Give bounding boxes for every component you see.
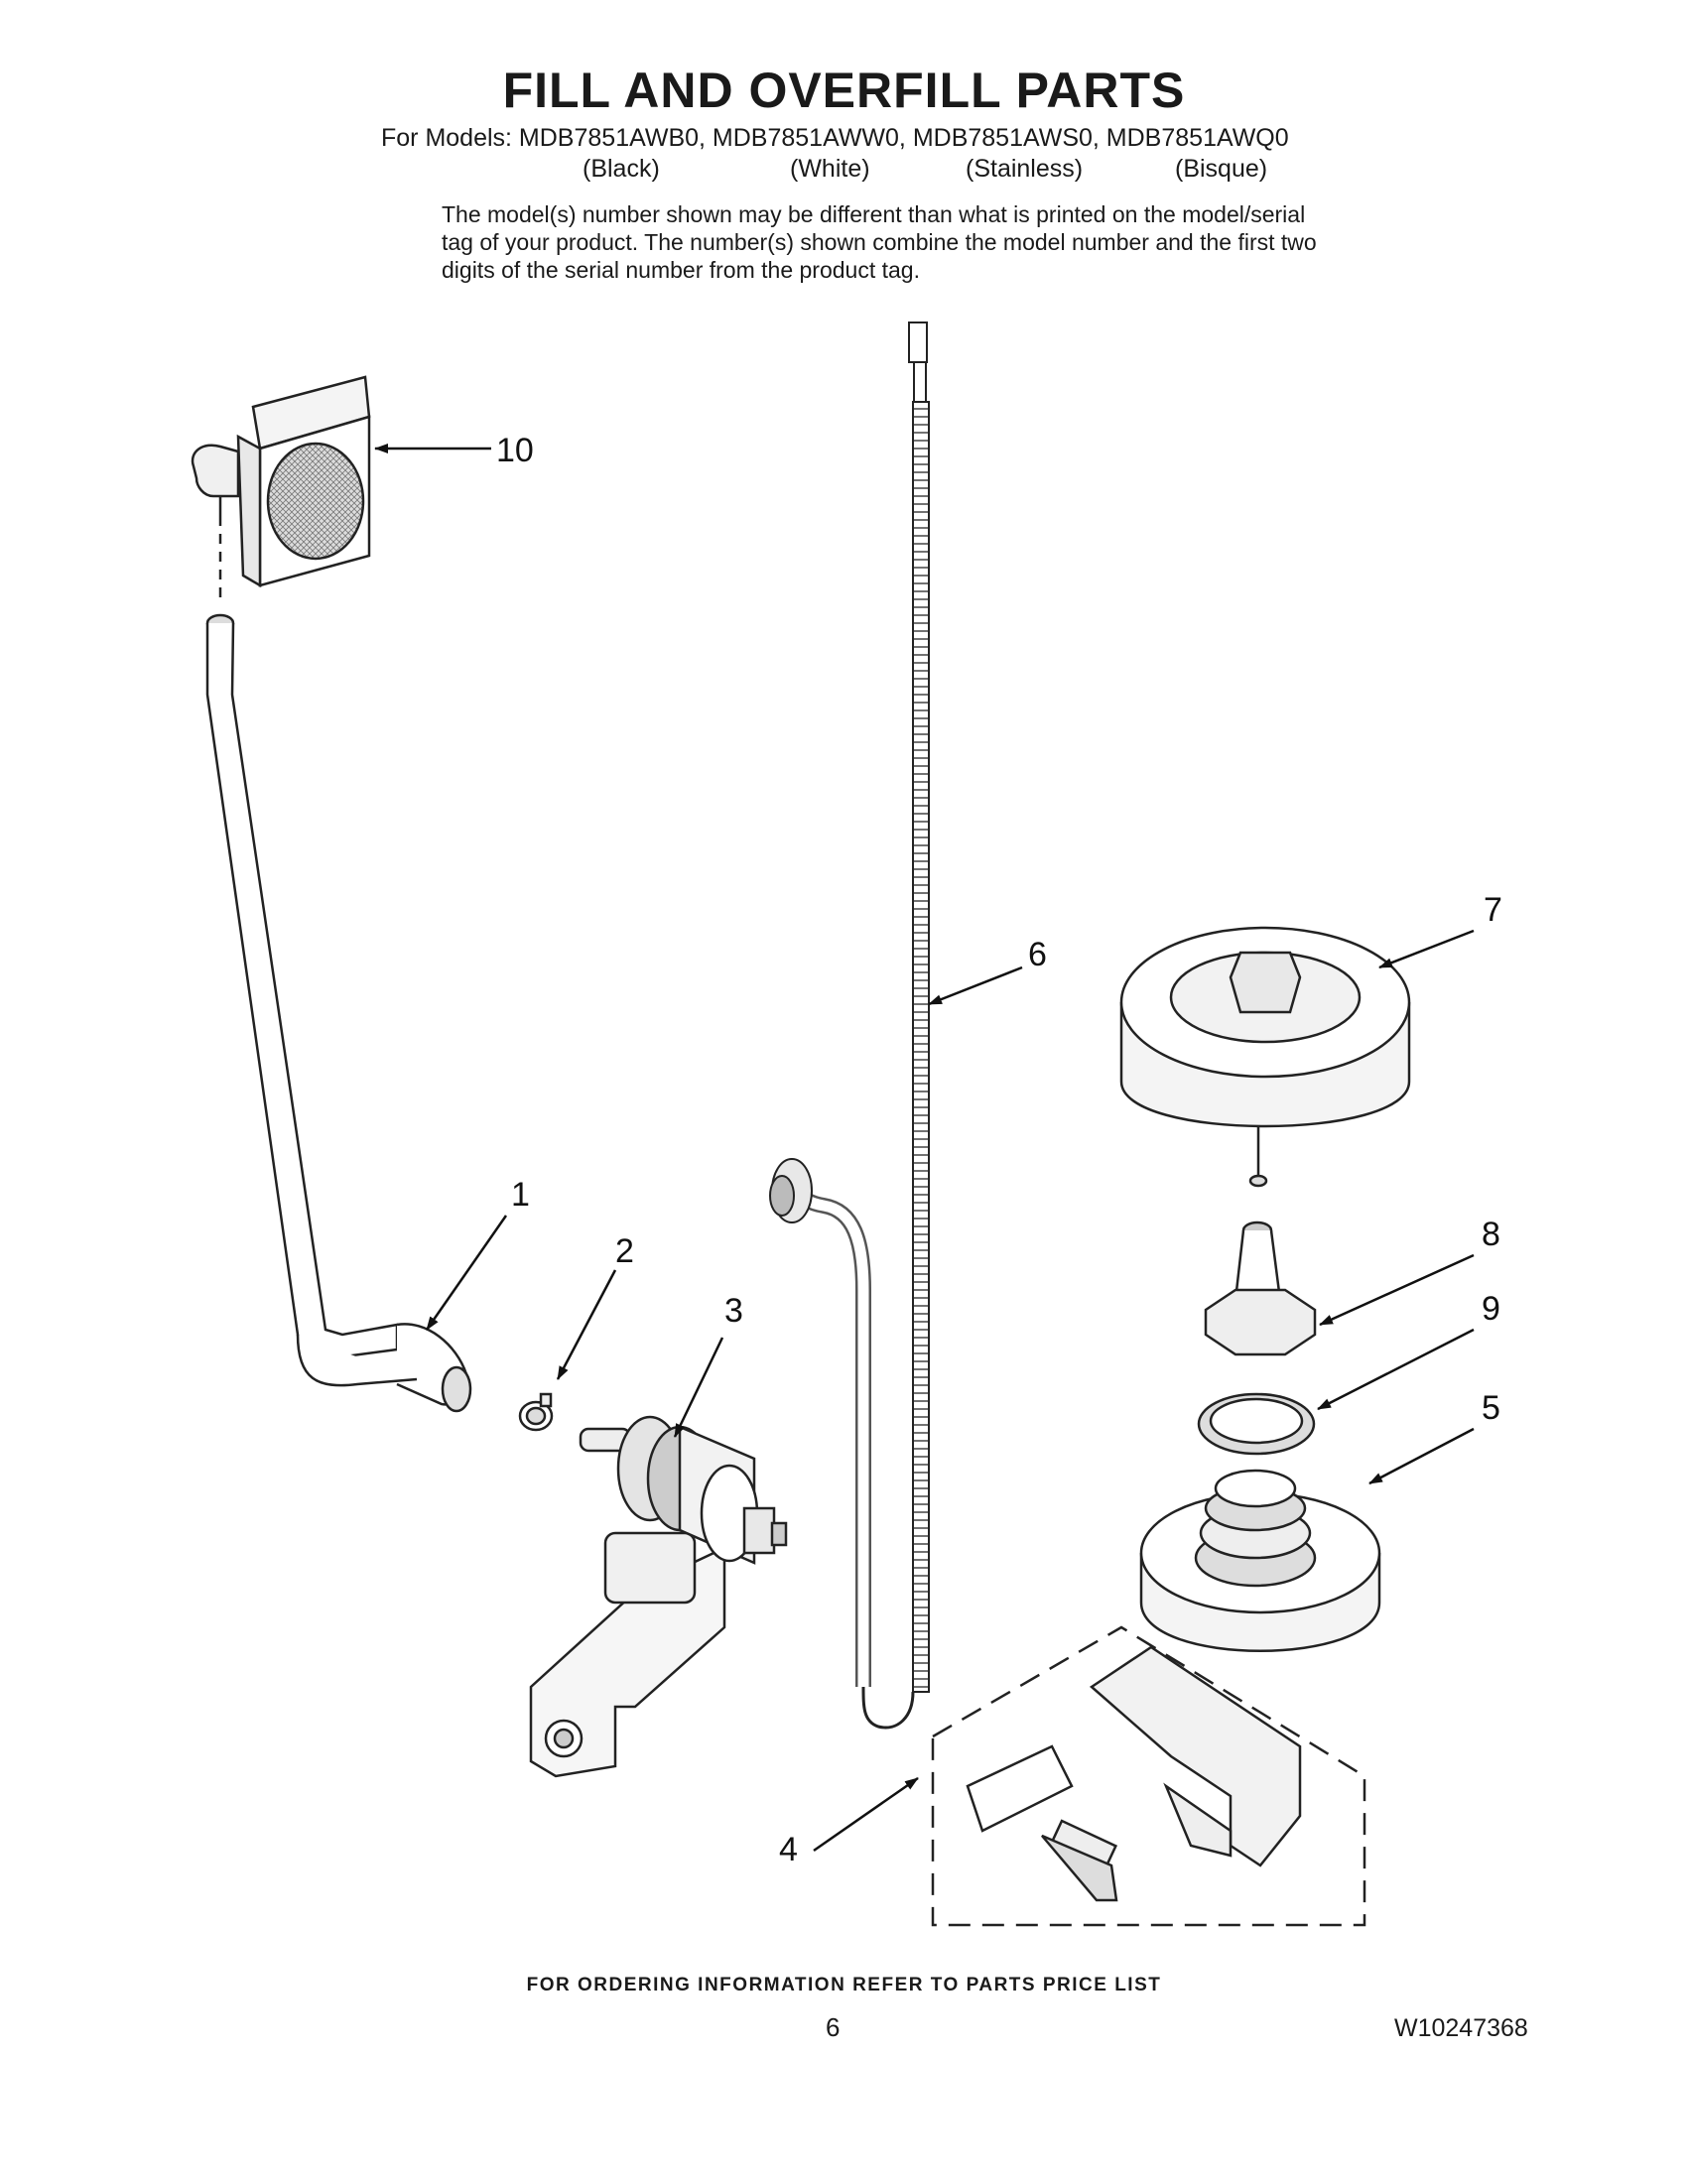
svg-text:6: 6 <box>1028 936 1047 973</box>
part-2-hose-clamp <box>518 1392 554 1432</box>
svg-text:3: 3 <box>724 1292 743 1330</box>
callout-10: 10 <box>374 432 534 469</box>
ordering-info-note: FOR ORDERING INFORMATION REFER TO PARTS … <box>526 1975 1162 1995</box>
svg-text:7: 7 <box>1484 891 1502 929</box>
callout-9: 9 <box>1317 1290 1500 1411</box>
color-label-bisque: (Bisque) <box>1175 155 1268 183</box>
models-line: For Models: MDB7851AWB0, MDB7851AWW0, MD… <box>381 124 1289 152</box>
part-10-fill-inlet <box>191 375 371 605</box>
color-label-white: (White) <box>790 155 870 183</box>
callout-5: 5 <box>1368 1389 1500 1485</box>
svg-text:5: 5 <box>1482 1389 1500 1427</box>
svg-text:2: 2 <box>615 1232 634 1270</box>
svg-text:10: 10 <box>496 432 534 469</box>
part-4-overfill-switch <box>931 1625 1366 1927</box>
callout-6: 6 <box>928 936 1047 1006</box>
part-3-water-inlet-valve <box>529 1415 788 1778</box>
callout-1: 1 <box>425 1176 530 1331</box>
model-disclaimer: The model(s) number shown may be differe… <box>442 201 1317 283</box>
svg-text:9: 9 <box>1482 1290 1500 1328</box>
part-1-fill-hose <box>205 613 472 1413</box>
svg-text:1: 1 <box>511 1176 530 1214</box>
page-number: 6 <box>826 2012 841 2042</box>
part-7-float <box>1119 926 1411 1188</box>
svg-text:8: 8 <box>1482 1216 1500 1253</box>
part-6-inlet-tube <box>769 321 930 1730</box>
svg-text:4: 4 <box>779 1831 798 1868</box>
part-5-float-housing <box>1139 1469 1381 1652</box>
page-title: FILL AND OVERFILL PARTS <box>502 63 1186 118</box>
document-number: W10247368 <box>1394 2014 1528 2042</box>
color-label-stainless: (Stainless) <box>966 155 1084 183</box>
color-label-black: (Black) <box>583 155 660 183</box>
callout-3: 3 <box>673 1292 743 1438</box>
part-9-gasket <box>1197 1392 1316 1456</box>
callout-8: 8 <box>1319 1216 1500 1327</box>
callout-2: 2 <box>556 1232 634 1380</box>
part-8-stem-nut <box>1204 1220 1317 1356</box>
callout-7: 7 <box>1378 891 1502 969</box>
callout-4: 4 <box>779 1776 919 1868</box>
